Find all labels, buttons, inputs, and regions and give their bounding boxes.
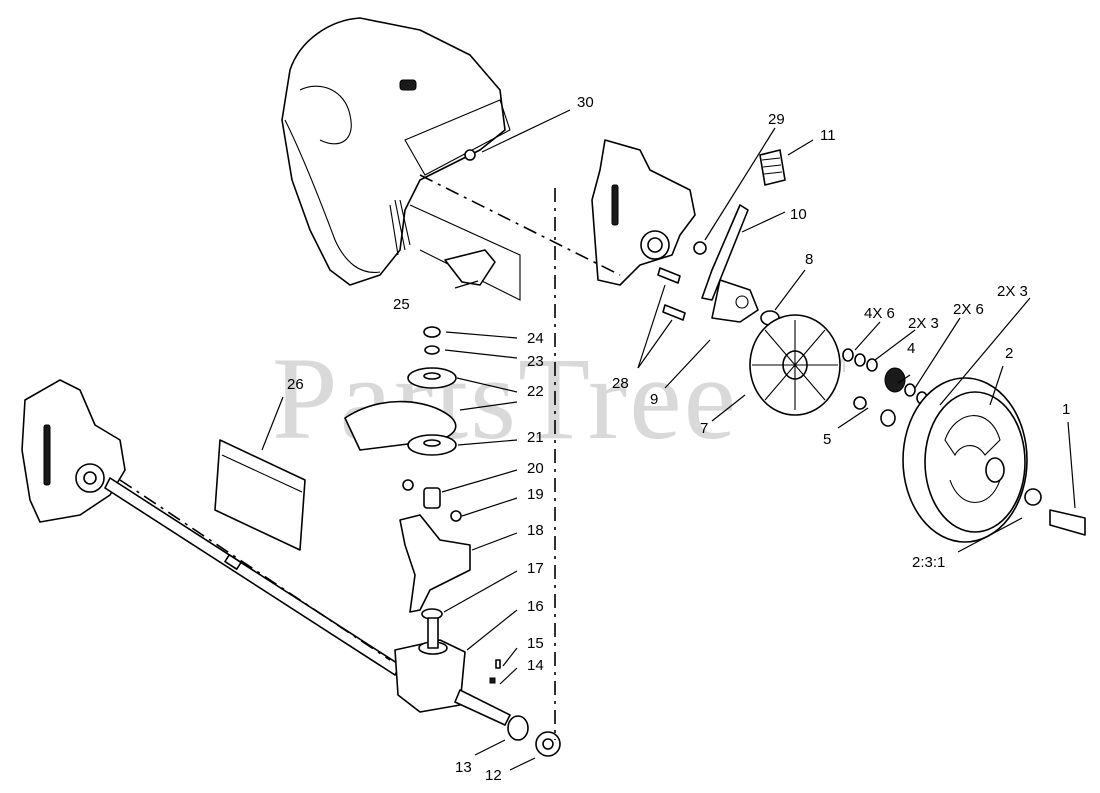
cover-plate (214, 439, 306, 551)
deck-housing (281, 17, 511, 286)
callout-26: 26 (287, 376, 304, 393)
callout-10: 10 (790, 206, 807, 223)
side-plate-left (21, 379, 126, 523)
callout-4: 4 (907, 340, 915, 357)
callout-20: 20 (527, 460, 544, 477)
callout-12: 12 (485, 767, 502, 784)
wheel (902, 377, 1086, 543)
callout-2x3-outer: 2X 3 (997, 283, 1028, 300)
callout-7: 7 (700, 420, 708, 437)
callout-8: 8 (805, 251, 813, 268)
callout-29: 29 (768, 111, 785, 128)
callout-16: 16 (527, 598, 544, 615)
pulley-stack (344, 326, 462, 522)
pivot-plate (711, 279, 780, 326)
small-parts (842, 348, 928, 427)
watermark: PartsTree TM (272, 333, 847, 464)
alignment-lines (119, 174, 621, 740)
shift-lever (693, 149, 786, 301)
drive-shaft (104, 477, 401, 676)
callout-19: 19 (527, 486, 544, 503)
leader-lines (261, 109, 1076, 771)
callout-15: 15 (527, 635, 544, 652)
callout-25: 25 (393, 296, 410, 313)
side-plate-right (591, 139, 696, 286)
callout-22: 22 (527, 383, 544, 400)
callout-labels: 1 2 2X 3 4 5 2X 6 2X 3 4X 6 7 8 9 10 11 … (287, 94, 1070, 784)
bushings (489, 659, 561, 757)
callout-21: 21 (527, 429, 544, 446)
callout-9: 9 (650, 391, 658, 408)
gearbox (394, 617, 511, 726)
deck-bracket (409, 204, 521, 301)
callout-30: 30 (577, 94, 594, 111)
callout-17: 17 (527, 560, 544, 577)
callout-4x6: 4X 6 (864, 305, 895, 322)
watermark-text: PartsTree (272, 333, 738, 464)
callout-2x6: 2X 6 (953, 301, 984, 318)
callout-11: 11 (820, 127, 836, 144)
callout-5: 5 (823, 431, 831, 448)
callout-14: 14 (527, 657, 544, 674)
drive-hub (749, 314, 841, 416)
callout-28: 28 (612, 375, 629, 392)
callout-23: 23 (527, 353, 544, 370)
callout-2-3-1: 2:3:1 (912, 554, 945, 571)
callout-1: 1 (1062, 401, 1070, 418)
bolts (657, 267, 686, 321)
callout-24: 24 (527, 330, 544, 347)
callout-13: 13 (455, 759, 472, 776)
callout-2: 2 (1005, 345, 1013, 362)
callout-18: 18 (527, 522, 544, 539)
gearbox-bracket (399, 514, 471, 620)
callout-2x3-inner: 2X 3 (908, 315, 939, 332)
